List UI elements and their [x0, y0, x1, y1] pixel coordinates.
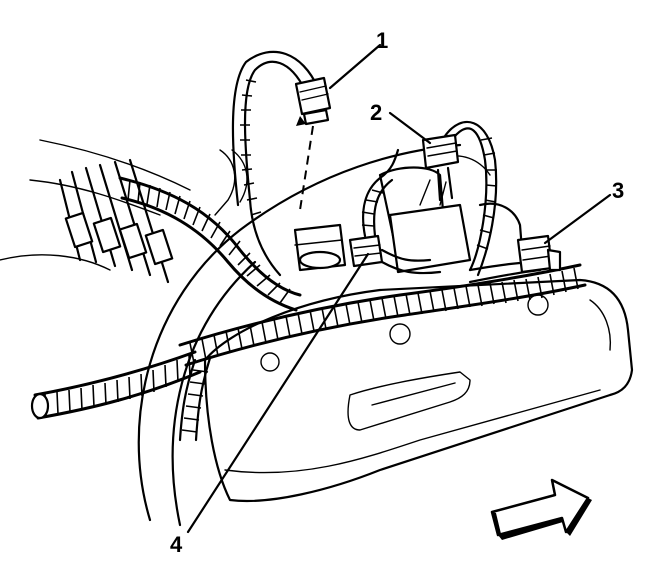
- connector-1-alignment-line: [299, 125, 314, 211]
- harness-upper-left: [118, 176, 302, 312]
- sensor-connector-2: [421, 120, 498, 277]
- callout-2: 2: [370, 100, 382, 125]
- harness-lower-left: [30, 350, 202, 420]
- harness-lower-branch: [178, 356, 212, 442]
- engine-components: [293, 155, 524, 274]
- sensor-connector-1: [294, 76, 332, 126]
- valve-cover: [203, 278, 634, 503]
- sensor-connector-3: [516, 234, 562, 274]
- callout-3: 3: [612, 178, 624, 203]
- sensor-1-wire: [214, 50, 320, 277]
- leader-line-3: [543, 193, 612, 245]
- front-direction-arrow-icon: [490, 478, 592, 540]
- harness-main: [178, 263, 587, 367]
- leader-line-4: [186, 252, 370, 534]
- callout-4: 4: [170, 532, 183, 557]
- leader-line-2: [388, 111, 432, 145]
- leader-line-1: [328, 43, 382, 90]
- spark-plug-wires: [58, 158, 174, 284]
- sensor-connector-4: [348, 148, 442, 275]
- callout-1: 1: [376, 28, 388, 53]
